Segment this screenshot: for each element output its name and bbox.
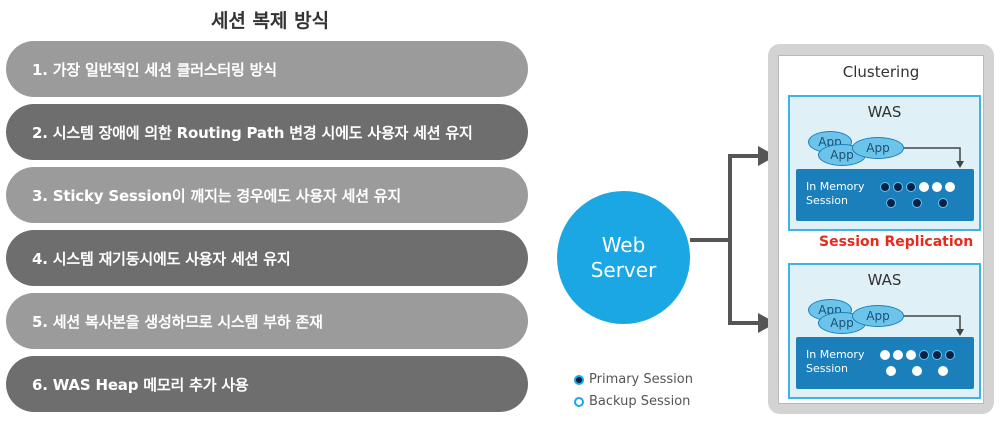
feature-item-3: 3. Sticky Session이 깨지는 경우에도 사용자 세션 유지 — [6, 167, 528, 223]
primary-session-dot — [880, 182, 890, 192]
cluster-label: Clustering — [842, 63, 920, 81]
web-server-label-1: Web — [601, 232, 646, 257]
app-to-memory-arrow — [904, 147, 964, 168]
backup-session-dot — [893, 350, 903, 360]
backup-session-dot — [886, 366, 896, 376]
web-to-was-connector — [690, 154, 760, 325]
memory-label-line1: In Memory — [806, 180, 865, 193]
was-node-1: WAS App App App In Memory Session — [788, 95, 981, 231]
feature-item-5: 5. 세션 복사본을 생성하므로 시스템 부하 존재 — [6, 293, 528, 349]
feature-item-2: 2. 시스템 장애에 의한 Routing Path 변경 시에도 사용자 세션… — [6, 104, 528, 160]
feature-item-4: 4. 시스템 재기동시에도 사용자 세션 유지 — [6, 230, 528, 286]
primary-session-dot — [932, 350, 942, 360]
memory-label-line2: Session — [806, 362, 848, 375]
memory-label-line2: Session — [806, 194, 848, 207]
was-label-1: WAS — [867, 103, 902, 121]
in-memory-session-1: In Memory Session — [796, 169, 974, 221]
primary-session-dot — [938, 198, 948, 208]
app-to-memory-arrow — [904, 315, 964, 336]
app-bubble: App — [852, 305, 904, 327]
in-memory-session-2: In Memory Session — [796, 337, 974, 389]
primary-session-dot — [906, 182, 916, 192]
legend-backup: Backup Session — [574, 394, 690, 409]
backup-session-dot — [880, 350, 890, 360]
arrow-to-was-top — [758, 146, 776, 166]
session-replication-label: Session Replication — [819, 234, 974, 250]
backup-session-dot — [906, 350, 916, 360]
app-bubble: App — [852, 137, 904, 159]
backup-session-dot — [938, 366, 948, 376]
primary-session-dot — [912, 198, 922, 208]
backup-session-dot — [945, 182, 955, 192]
web-server-node: Web Server — [557, 191, 690, 324]
primary-session-dot — [919, 350, 929, 360]
diagram-title: 세션 복제 방식 — [210, 10, 330, 32]
legend-backup-label: Backup Session — [589, 394, 691, 409]
was-label-2: WAS — [867, 271, 902, 289]
primary-session-dot — [893, 182, 903, 192]
primary-session-dot — [945, 350, 955, 360]
was-node-2: WAS App App App In Memory Session — [788, 263, 981, 399]
primary-session-dot-icon — [574, 374, 584, 385]
memory-label-line1: In Memory — [806, 348, 865, 361]
primary-session-dot — [886, 198, 896, 208]
legend-primary-label: Primary Session — [589, 372, 693, 387]
backup-session-dot — [919, 182, 929, 192]
feature-item-6: 6. WAS Heap 메모리 추가 사용 — [6, 356, 528, 412]
arrow-to-was-bottom — [758, 313, 776, 333]
legend-primary: Primary Session — [574, 372, 693, 387]
feature-item-1: 1. 가장 일반적인 세션 클러스터링 방식 — [6, 41, 528, 97]
web-server-label-2: Server — [590, 257, 657, 282]
backup-session-dot — [912, 366, 922, 376]
backup-session-dot-icon — [574, 396, 584, 407]
backup-session-dot — [932, 182, 942, 192]
